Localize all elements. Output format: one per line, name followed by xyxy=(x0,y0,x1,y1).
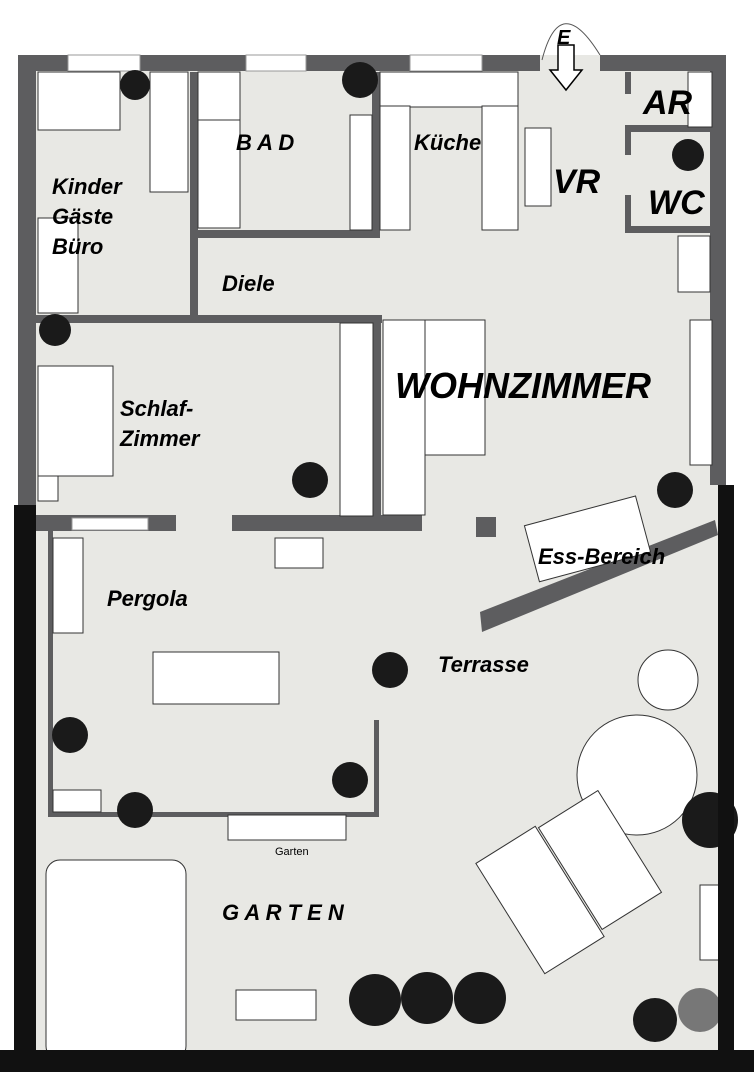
room-label-kueche: Küche xyxy=(414,130,482,155)
room-label-schlafzimmer: Schlaf- Zimmer xyxy=(120,394,199,454)
room-label-essbereich: Ess-Bereich xyxy=(538,544,666,569)
room-label-bad: B A D xyxy=(236,130,295,155)
room-label-line: Gäste xyxy=(52,204,114,229)
room-label-line: Schlaf- xyxy=(120,396,194,421)
entrance-marker: E xyxy=(557,27,571,49)
room-label-garten: G A R T E N xyxy=(222,900,344,925)
furniture xyxy=(37,71,723,1061)
room-label-wc: WC xyxy=(648,184,705,222)
entrance-arrow-icon xyxy=(541,23,601,92)
room-label-terrasse: Terrasse xyxy=(438,652,529,677)
room-label-line: Büro xyxy=(52,234,104,259)
room-label-pergola: Pergola xyxy=(107,586,188,611)
room-label-vr: VR xyxy=(553,163,601,201)
room-label-kinder: Kinder Gäste Büro xyxy=(52,172,122,262)
room-label-line: Kinder xyxy=(52,174,122,199)
hedge xyxy=(0,485,754,1072)
room-label-line: Zimmer xyxy=(120,426,200,451)
room-label-diele: Diele xyxy=(222,271,275,296)
room-label-wohnzimmer: WOHNZIMMER xyxy=(395,365,651,406)
door-label-garten: Garten xyxy=(275,846,309,858)
room-label-ar: AR xyxy=(643,84,693,122)
